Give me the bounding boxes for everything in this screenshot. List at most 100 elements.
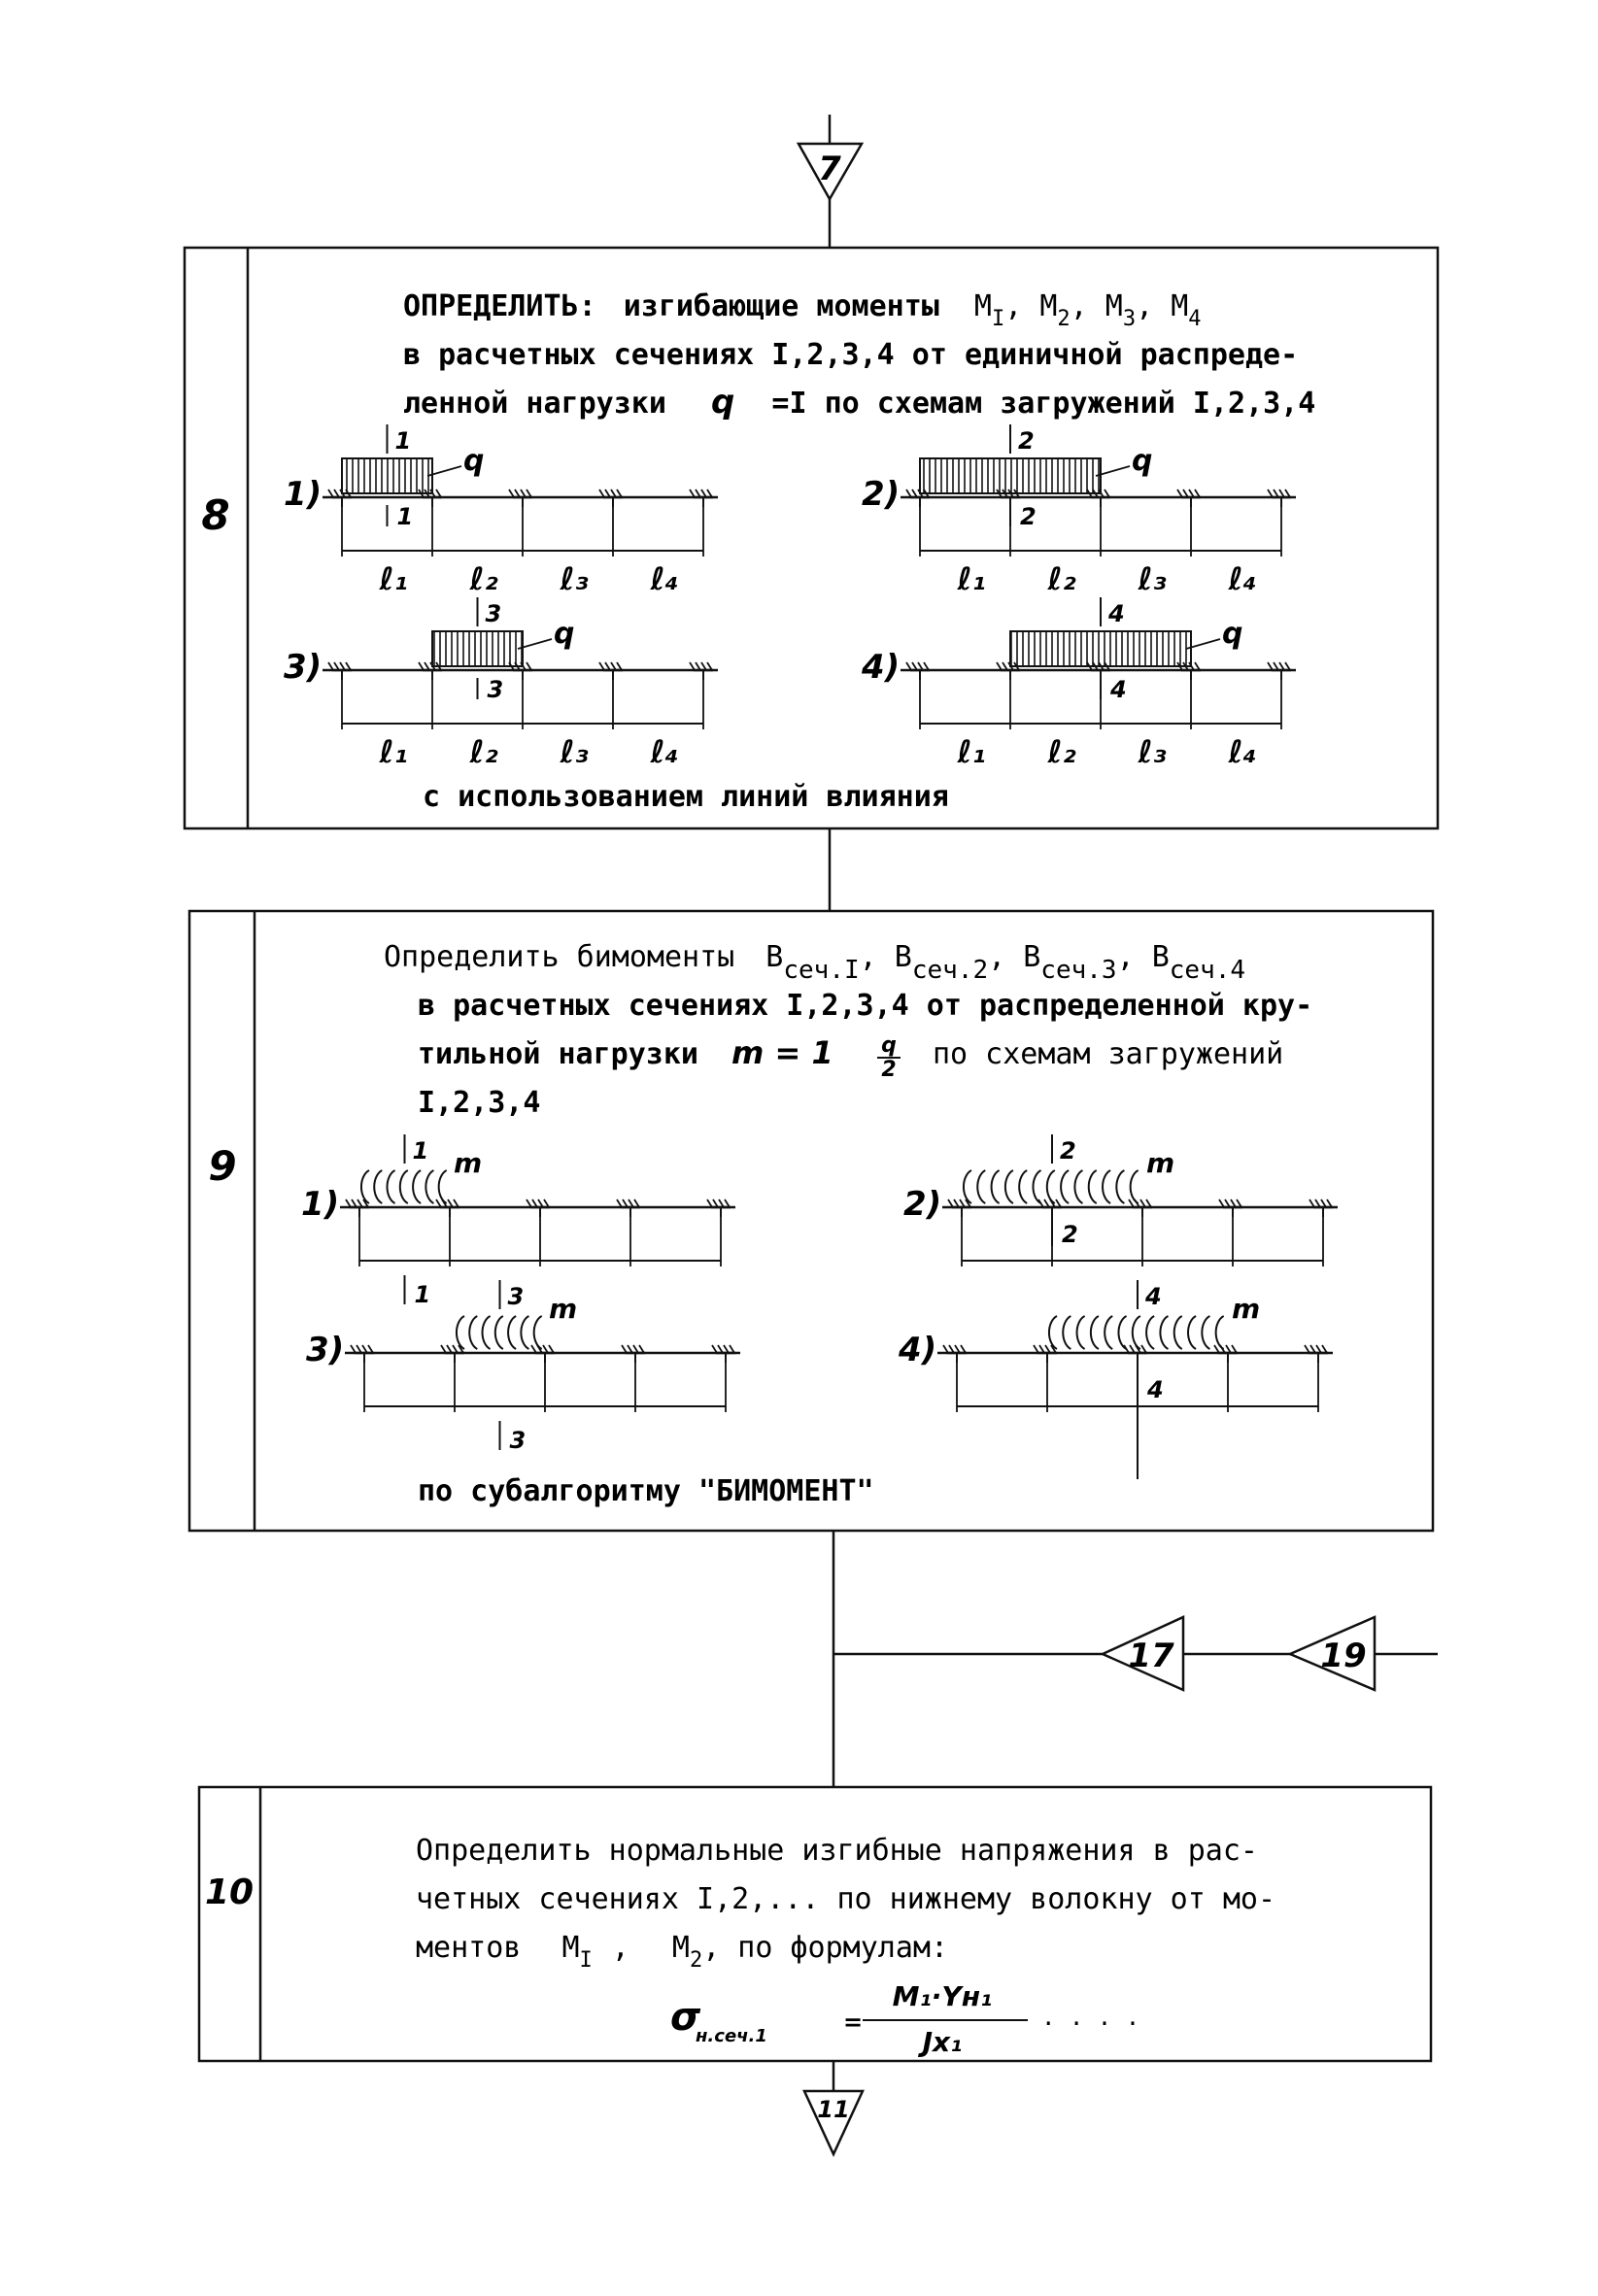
support-hatch: [923, 661, 930, 671]
support-hatch: [508, 489, 515, 498]
b4-sub: сеч.4: [1170, 956, 1245, 985]
support-hatch: [622, 1199, 629, 1208]
section-label-bottom: 3: [510, 1427, 527, 1454]
support-hatch: [333, 661, 340, 671]
section-label-bottom: 1: [415, 1281, 431, 1308]
support-hatch: [616, 661, 623, 671]
torque-load: [468, 1315, 478, 1350]
block-9-line1-text: Определить бимоменты: [384, 940, 734, 974]
support-hatch: [604, 661, 611, 671]
m3-sub: 3: [1123, 307, 1136, 331]
torque-load: [493, 1315, 504, 1350]
support-hatch: [1182, 489, 1189, 498]
sigma: σ: [670, 1995, 701, 2040]
block-9-line4: I,2,3,4: [418, 1086, 540, 1120]
torque-load: [481, 1315, 492, 1350]
span-label: ℓ₄: [1228, 560, 1257, 597]
section-label-bottom: 3: [488, 676, 504, 703]
support-hatch: [905, 661, 912, 671]
support-hatch: [1055, 1199, 1062, 1208]
b3: B: [1023, 940, 1040, 974]
support-hatch: [628, 1199, 634, 1208]
support-hatch: [1213, 1344, 1220, 1354]
support-hatch: [706, 1199, 713, 1208]
m1-sub: I: [580, 1948, 593, 1973]
torque-load: [990, 1169, 1001, 1204]
block-9-footer: по субалгоритму "БИМОМЕНТ": [418, 1474, 874, 1508]
block-8-line3a: ленной нагрузки: [403, 387, 666, 421]
torque-load: [437, 1169, 448, 1204]
support-hatch: [1326, 1199, 1333, 1208]
span-label: ℓ₂: [1047, 733, 1076, 770]
load-label: m: [1146, 1147, 1174, 1179]
block-8-lead: ОПРЕДЕЛИТЬ:: [403, 289, 596, 323]
span-label: ℓ₃: [1138, 560, 1167, 597]
support-hatch: [1284, 661, 1291, 671]
support-hatch: [960, 1344, 967, 1354]
span-label: ℓ₂: [469, 560, 498, 597]
b4: B: [1152, 940, 1170, 974]
support-hatch: [1314, 1199, 1321, 1208]
support-hatch: [1284, 489, 1291, 498]
support-hatch: [942, 1344, 949, 1354]
section-label-bottom: 2: [1062, 1221, 1078, 1248]
torque-load: [398, 1169, 409, 1204]
support-hatch: [712, 1199, 719, 1208]
formula: σ н.сеч.1 = M₁·Yн₁ Jx₁ . . . .: [670, 1980, 1139, 2058]
support-hatch: [604, 489, 611, 498]
load-label: q: [1222, 617, 1242, 651]
scheme-label: 4): [898, 1331, 936, 1369]
m3: M: [1105, 289, 1123, 323]
block-9-line3a: тильной нагрузки: [418, 1037, 698, 1071]
support-hatch: [1043, 1199, 1050, 1208]
connector-bottom: [802, 2061, 865, 2157]
support-hatch: [1225, 1344, 1232, 1354]
block-10-frame: [197, 1785, 1433, 2063]
support-hatch: [695, 661, 701, 671]
torque-load: [1117, 1315, 1128, 1350]
support-hatch: [446, 1344, 453, 1354]
connector-bottom-label: 11: [817, 2096, 849, 2123]
support-hatch: [616, 1199, 623, 1208]
support-hatch: [526, 661, 532, 671]
support-hatch: [526, 489, 532, 498]
block-9-line3b: по схемам загружений: [933, 1037, 1283, 1071]
section-label-bottom: 4: [1109, 676, 1127, 703]
distributed-load: [919, 457, 1102, 494]
support-hatch: [1104, 489, 1110, 498]
span-label: ℓ₂: [469, 733, 498, 770]
span-label: ℓ₃: [560, 733, 589, 770]
support-hatch: [440, 1344, 447, 1354]
support-hatch: [700, 661, 707, 671]
span-label: ℓ₁: [957, 560, 986, 597]
support-hatch: [627, 1344, 633, 1354]
torque-load: [1003, 1169, 1014, 1204]
block-9-frac-den: 2: [881, 1058, 896, 1082]
support-hatch: [1140, 1344, 1147, 1354]
load-leader: [517, 638, 553, 650]
support-hatch: [1194, 661, 1201, 671]
support-hatch: [965, 1199, 971, 1208]
support-hatch: [948, 1344, 955, 1354]
b1: B: [765, 940, 783, 974]
torque-load: [1131, 1315, 1141, 1350]
torque-load: [1159, 1315, 1169, 1350]
support-hatch: [333, 489, 340, 498]
support-hatch: [633, 1199, 640, 1208]
support-hatch: [947, 1199, 954, 1208]
support-hatch: [367, 1344, 374, 1354]
load-label: m: [454, 1147, 482, 1179]
block-9-frac-num: q: [881, 1033, 897, 1058]
torque-load: [976, 1169, 986, 1204]
support-hatch: [1273, 661, 1279, 671]
support-hatch: [418, 661, 425, 671]
m2: M: [672, 1931, 690, 1965]
section-label-top: 3: [508, 1283, 525, 1310]
block-10-line3: ментов MI, M2, по формулам:: [416, 1931, 948, 1973]
block-8-q: q: [711, 383, 734, 422]
torque-load: [1032, 1169, 1042, 1204]
section-label-top: 2: [1060, 1137, 1076, 1165]
distributed-load: [341, 457, 433, 494]
block-8-footer: с использованием линий влияния: [423, 780, 949, 814]
